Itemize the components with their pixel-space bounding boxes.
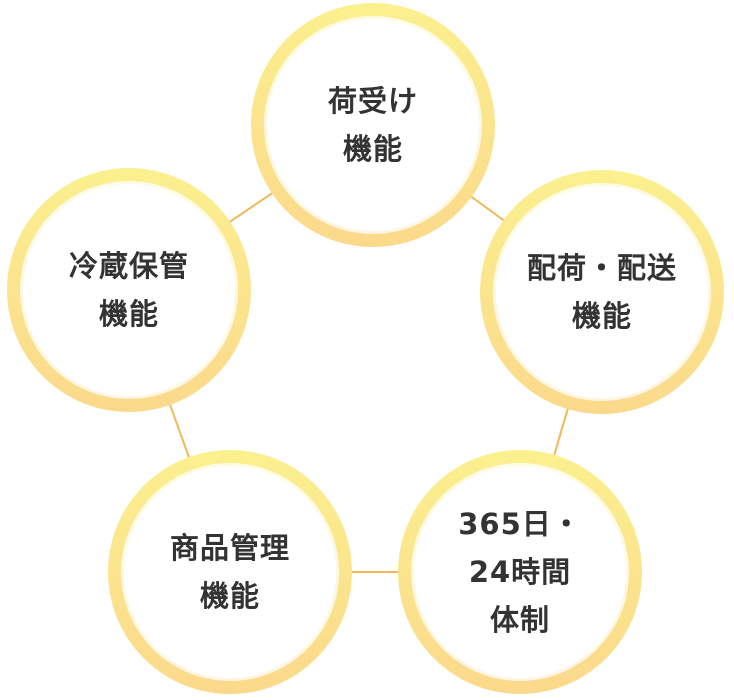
- node-label: 365日・ 24時間 体制: [398, 450, 642, 694]
- node-label-line: 機能: [199, 579, 260, 613]
- node-label-line: 機能: [98, 297, 159, 331]
- node-inner-circle: [267, 19, 479, 231]
- node-label-line: 冷蔵保管: [68, 249, 189, 283]
- node-label-line: 荷受け: [327, 84, 418, 118]
- node-inner-circle: [414, 466, 626, 678]
- node-label-line: 機能: [571, 299, 632, 333]
- node-label-line: 配荷・配送: [526, 251, 677, 285]
- node-label: 荷受け 機能: [251, 3, 495, 247]
- node-shipping: 配荷・配送 機能: [480, 170, 724, 414]
- node-receiving: 荷受け 機能: [251, 3, 495, 247]
- node-label: 冷蔵保管 機能: [7, 168, 251, 412]
- node-label-line: 365日・: [458, 507, 582, 541]
- node-label: 配荷・配送 機能: [480, 170, 724, 414]
- node-label-line: 商品管理: [169, 531, 290, 565]
- node-inner-circle: [23, 184, 235, 396]
- node-inner-circle: [496, 186, 708, 398]
- node-support: 365日・ 24時間 体制: [398, 450, 642, 694]
- node-label-line: 体制: [489, 603, 550, 637]
- node-inventory: 商品管理 機能: [108, 450, 352, 694]
- node-cold-storage: 冷蔵保管 機能: [7, 168, 251, 412]
- node-inner-circle: [124, 466, 336, 678]
- node-label-line: 24時間: [468, 555, 572, 589]
- node-label-line: 機能: [342, 132, 403, 166]
- node-label: 商品管理 機能: [108, 450, 352, 694]
